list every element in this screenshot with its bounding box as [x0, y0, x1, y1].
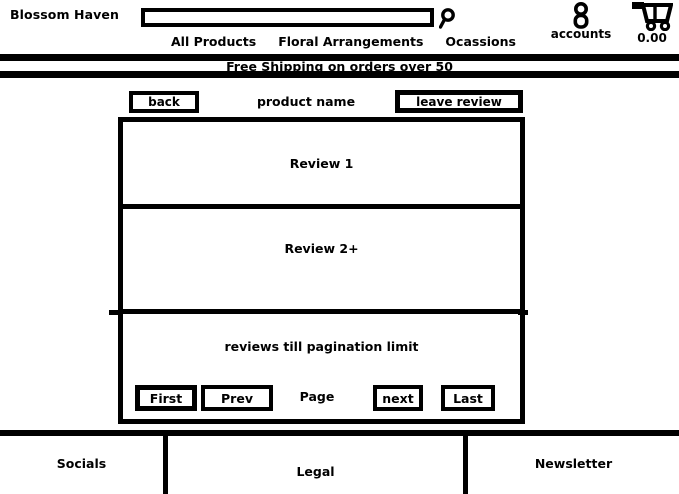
footer-column-socials: Socials: [0, 436, 163, 494]
cart-total: 0.00: [637, 31, 667, 45]
product-panel-header: back product name leave review: [118, 90, 525, 120]
primary-nav: All Products Floral Arrangements Ocassio…: [0, 34, 679, 54]
nav-item-ocassions[interactable]: Ocassions: [445, 34, 516, 49]
nav-item-floral-arrangements[interactable]: Floral Arrangements: [278, 34, 424, 49]
review-label: Review 1: [289, 155, 354, 171]
pagination-first-button[interactable]: First: [135, 385, 197, 411]
pagination-bar: First Prev Page next Last: [123, 385, 520, 413]
user-icon: [571, 2, 591, 30]
brand-logo[interactable]: Blossom Haven: [10, 7, 119, 22]
footer-legal-label: Legal: [296, 464, 335, 479]
accounts-button[interactable]: accounts: [549, 2, 613, 41]
shipping-banner: Free Shipping on orders over 50: [0, 54, 679, 78]
shipping-banner-text: Free Shipping on orders over 50: [226, 58, 453, 74]
footer-column-newsletter: Newsletter: [468, 436, 679, 494]
search-icon[interactable]: [438, 7, 459, 29]
review-label: reviews till pagination limit: [224, 339, 419, 354]
review-item[interactable]: Review 2+: [123, 209, 520, 314]
footer-socials-label: Socials: [56, 456, 107, 471]
site-footer: Socials Legal Newsletter: [0, 430, 679, 494]
review-label: Review 2+: [284, 241, 359, 256]
search-field-wrapper: [141, 8, 434, 27]
leave-review-button[interactable]: leave review: [395, 90, 523, 113]
divider-handle-right: [518, 310, 528, 315]
pagination-prev-button[interactable]: Prev: [201, 385, 273, 411]
pagination-last-button[interactable]: Last: [441, 385, 495, 411]
cart-button[interactable]: 0.00: [627, 1, 677, 45]
reviews-container: Review 1 Review 2+ reviews till paginati…: [118, 117, 525, 424]
search-input[interactable]: [141, 8, 434, 27]
accounts-label: accounts: [550, 27, 612, 41]
shopping-cart-icon: [631, 1, 674, 32]
page-title: product name: [256, 94, 356, 109]
footer-newsletter-label: Newsletter: [534, 456, 613, 471]
pagination-page-label: Page: [299, 389, 335, 404]
review-list-overflow: reviews till pagination limit First Prev…: [123, 314, 520, 419]
review-item[interactable]: Review 1: [123, 122, 520, 209]
site-header: Blossom Haven accounts 0.00: [0, 0, 679, 52]
pagination-next-button[interactable]: next: [373, 385, 423, 411]
divider-handle-left: [109, 310, 119, 315]
back-button[interactable]: back: [129, 91, 199, 113]
footer-column-legal: Legal: [163, 436, 468, 494]
nav-item-all-products[interactable]: All Products: [171, 34, 257, 49]
